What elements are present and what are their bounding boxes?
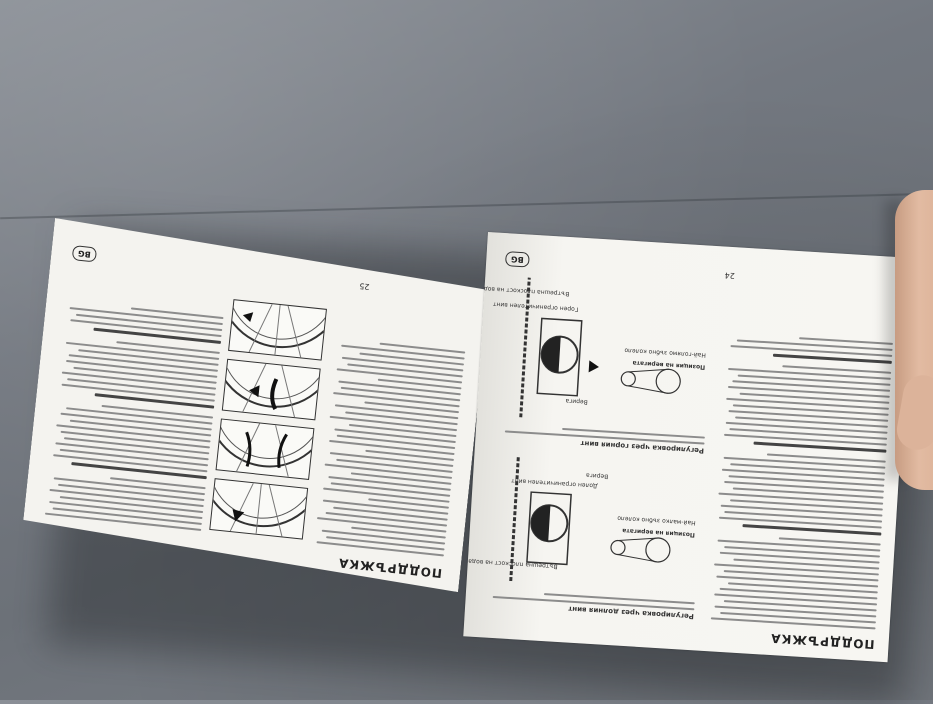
left-page-language-badge: BG — [72, 245, 97, 262]
left-page-number: 25 — [358, 281, 371, 292]
right-text-column — [706, 329, 893, 630]
tyre-illustration-4 — [228, 299, 327, 361]
booklet-left-page: ПОДДРЪЖКА BG 25 — [21, 218, 493, 592]
label-chain-2: Верига — [565, 397, 589, 406]
tyre-illustration-2 — [216, 418, 315, 480]
left-page-content: ПОДДРЪЖКА BG 25 — [21, 218, 493, 592]
tyre-illustration-1 — [209, 478, 308, 540]
booklet-right-page: ПОДДРЪЖКА BG 24 — [463, 232, 913, 663]
right-page-language-badge: BG — [504, 251, 530, 268]
right-page-title: ПОДДРЪЖКА — [769, 631, 875, 652]
tyre-illustration-3 — [222, 359, 321, 421]
derailleur-diagram-lower — [486, 455, 703, 593]
left-text-column — [42, 296, 224, 531]
derailleur-diagram-upper — [496, 276, 714, 429]
label-chain-1: Верига — [585, 471, 609, 480]
right-page-content: ПОДДРЪЖКА BG 24 — [463, 232, 912, 662]
left-instructions-column — [309, 334, 465, 557]
right-page-number: 24 — [724, 270, 736, 281]
